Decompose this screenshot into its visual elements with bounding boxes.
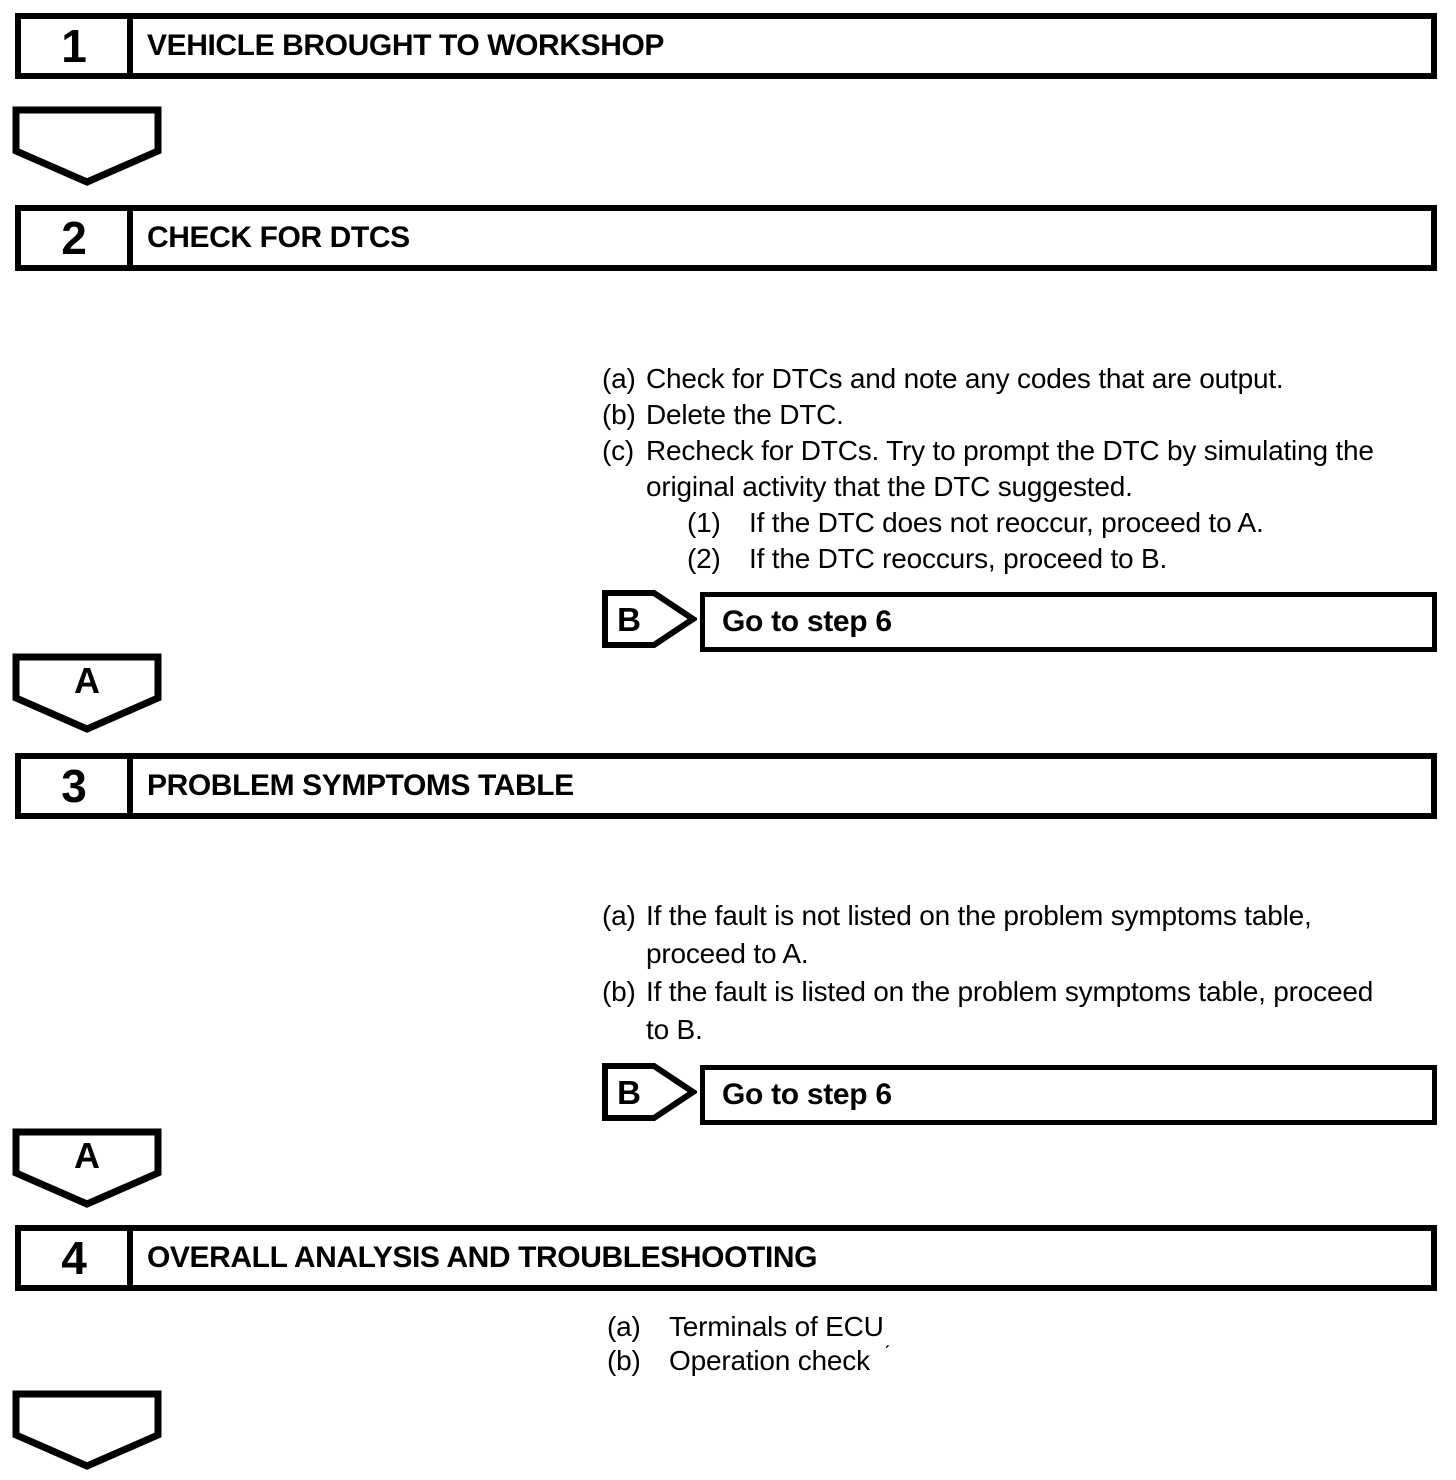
- down-connector-icon: [12, 1390, 162, 1470]
- item-marker: (b): [607, 1345, 641, 1376]
- flow-step-box-1: 1 VEHICLE BROUGHT TO WORKSHOP: [15, 13, 1437, 79]
- goto-text: Go to step 6: [722, 1078, 892, 1111]
- list-item: (b) Delete the DTC.: [602, 397, 1382, 433]
- list-item: (a) Check for DTCs and note any codes th…: [602, 361, 1382, 397]
- flow-step-box-3: 3 PROBLEM SYMPTOMS TABLE: [15, 753, 1437, 819]
- item-marker: (a): [607, 1311, 641, 1342]
- item-text: Terminals of ECU: [669, 1311, 884, 1342]
- step-title: PROBLEM SYMPTOMS TABLE: [147, 769, 574, 802]
- item-text: If the DTC reoccurs, proceed to B.: [749, 543, 1168, 574]
- down-connector-icon: [12, 106, 162, 186]
- item-text: Operation check ˊ: [669, 1343, 1367, 1381]
- goto-text: Go to step 6: [722, 605, 892, 638]
- branch-label: B: [617, 1074, 641, 1111]
- goto-step-box: Go to step 6: [700, 1065, 1437, 1125]
- item-marker: (b): [602, 399, 636, 430]
- item-marker: (a): [602, 363, 636, 394]
- item-text: Delete the DTC.: [646, 399, 844, 430]
- list-item: (b) If the fault is listed on the proble…: [602, 973, 1382, 1049]
- branch-b-arrow-icon: B: [602, 1063, 697, 1121]
- item-marker: (a): [602, 900, 636, 931]
- step3-instruction-list: (a) If the fault is not listed on the pr…: [602, 897, 1382, 1049]
- step-number: 4: [21, 1231, 133, 1285]
- item-text: If the fault is not listed on the proble…: [646, 900, 1312, 969]
- continuation-a-marker-icon: A: [12, 1128, 162, 1208]
- step-number: 1: [21, 19, 133, 73]
- item-marker: (1): [687, 507, 721, 538]
- flow-step-box-2: 2 CHECK FOR DTCS: [15, 205, 1437, 271]
- list-item: (b) Operation check ˊ: [607, 1343, 1367, 1381]
- list-subitem: (2) If the DTC reoccurs, proceed to B.: [687, 541, 1382, 577]
- item-text-main: Operation check: [669, 1345, 870, 1376]
- step4-instruction-list: (a) Terminals of ECU (b) Operation check…: [607, 1310, 1367, 1381]
- list-item: (c) Recheck for DTCs. Try to prompt the …: [602, 433, 1382, 505]
- list-item: (a) If the fault is not listed on the pr…: [602, 897, 1382, 973]
- continuation-a-marker-icon: A: [12, 653, 162, 733]
- branch-label: B: [617, 601, 641, 638]
- item-text: Recheck for DTCs. Try to prompt the DTC …: [646, 435, 1374, 502]
- list-subitem: (1) If the DTC does not reoccur, proceed…: [687, 505, 1382, 541]
- item-marker: (c): [602, 435, 635, 466]
- stray-scan-mark: ˊ: [883, 1343, 891, 1365]
- step-number: 3: [21, 759, 133, 813]
- item-marker: (b): [602, 976, 636, 1007]
- item-marker: (2): [687, 543, 721, 574]
- step-title: OVERALL ANALYSIS AND TROUBLESHOOTING: [147, 1241, 818, 1274]
- item-text: Check for DTCs and note any codes that a…: [646, 363, 1284, 394]
- item-text: If the fault is listed on the problem sy…: [646, 976, 1374, 1045]
- step2-instruction-list: (a) Check for DTCs and note any codes th…: [602, 361, 1382, 577]
- continuation-label: A: [74, 660, 100, 701]
- list-item: (a) Terminals of ECU: [607, 1310, 1367, 1344]
- branch-b-arrow-icon: B: [602, 590, 697, 648]
- goto-step-box: Go to step 6: [700, 592, 1437, 652]
- step-title: CHECK FOR DTCS: [147, 221, 410, 254]
- flow-step-box-4: 4 OVERALL ANALYSIS AND TROUBLESHOOTING: [15, 1225, 1437, 1291]
- step-number: 2: [21, 211, 133, 265]
- continuation-label: A: [74, 1135, 100, 1176]
- step-title: VEHICLE BROUGHT TO WORKSHOP: [147, 29, 664, 62]
- item-text: If the DTC does not reoccur, proceed to …: [749, 507, 1264, 538]
